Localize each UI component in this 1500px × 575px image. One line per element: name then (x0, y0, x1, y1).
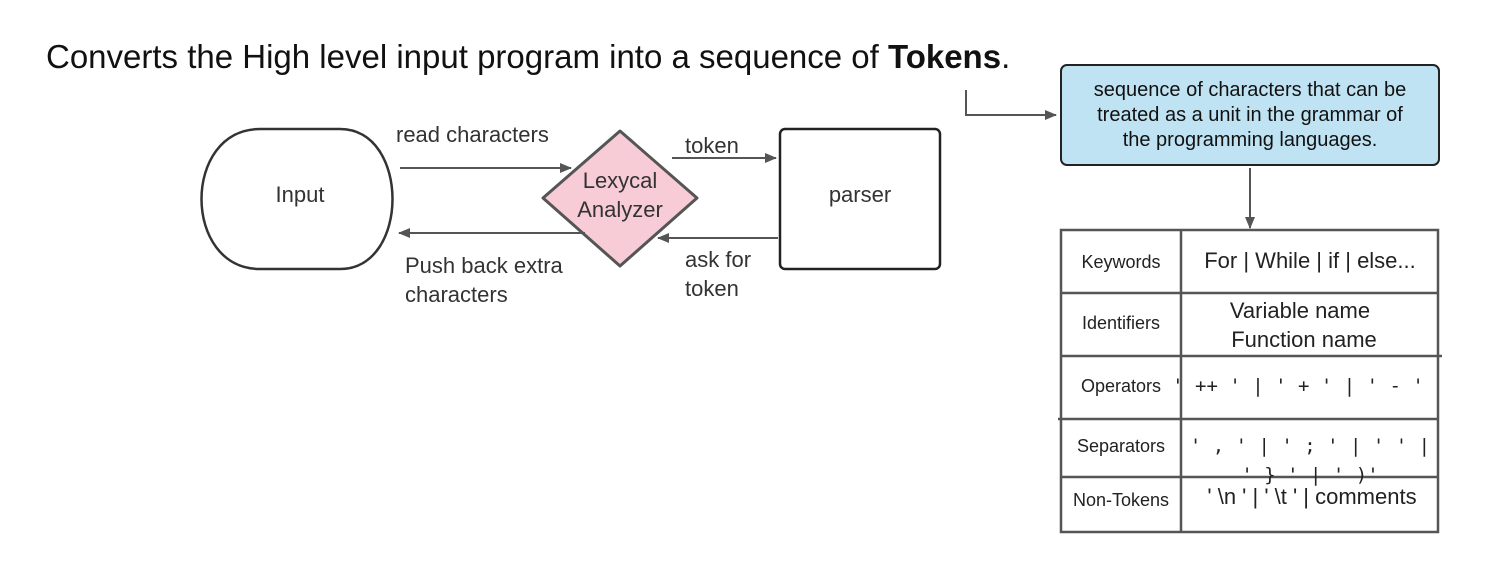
callout-line3: the programming languages. (1122, 128, 1378, 151)
edge-token-label: token (685, 133, 739, 158)
edge-pushback-label-line1: Push back extra (405, 253, 563, 278)
callout-connector-arrow (965, 90, 1057, 120)
edge-ask-label-line1: ask for (685, 247, 752, 272)
table-row-keywords-label: Keywords (1081, 252, 1161, 272)
table-row-keywords-value: For | While | if | else... (1204, 248, 1416, 273)
analyzer-label-line1: Lexycal (582, 168, 658, 193)
table-row-non-tokens-label: Non-Tokens (1072, 490, 1170, 510)
headline: Converts the High level input program in… (46, 38, 1010, 76)
headline-suffix: . (1001, 38, 1011, 75)
table-row-non-tokens-value: ' \n ' | ' \t ' | comments (1207, 484, 1417, 509)
parser-node (778, 127, 942, 271)
table-row-separators-value: ' , ' | ' ; ' | ' ' | ' } ' | ' )' (1189, 435, 1431, 486)
table-row-identifiers-value-line1: Variable name (1229, 298, 1371, 323)
token-table-grid (1058, 228, 1442, 534)
table-row-identifiers-label: Identifiers (1081, 313, 1161, 333)
headline-bold: Tokens (887, 38, 1002, 75)
edge-read-characters-label: read characters (396, 122, 549, 147)
input-label: Input (275, 182, 325, 207)
callout-line2: treated as a unit in the grammar of (1097, 103, 1403, 126)
callout-line1: sequence of characters that can be (1093, 78, 1407, 101)
analyzer-label: Lexycal Analyzer (555, 166, 685, 224)
token-definition-callout: sequence of characters that can be treat… (1060, 64, 1440, 166)
edge-ask-label-line2: token (685, 276, 739, 301)
analyzer-label-line2: Analyzer (577, 197, 663, 222)
table-row-separators-label: Separators (1076, 436, 1166, 456)
table-row-operators-value: ' ++ ' | ' + ' | ' - ' (1172, 375, 1424, 397)
edge-pushback-label-line2: characters (405, 282, 508, 307)
headline-prefix: Converts the High level input program in… (46, 38, 888, 75)
input-node (200, 127, 394, 271)
table-row-operators-label: Operators (1080, 376, 1162, 396)
analyzer-node (541, 129, 699, 268)
parser-label: parser (828, 182, 892, 207)
table-row-identifiers-value-line2: Function name (1231, 327, 1377, 352)
